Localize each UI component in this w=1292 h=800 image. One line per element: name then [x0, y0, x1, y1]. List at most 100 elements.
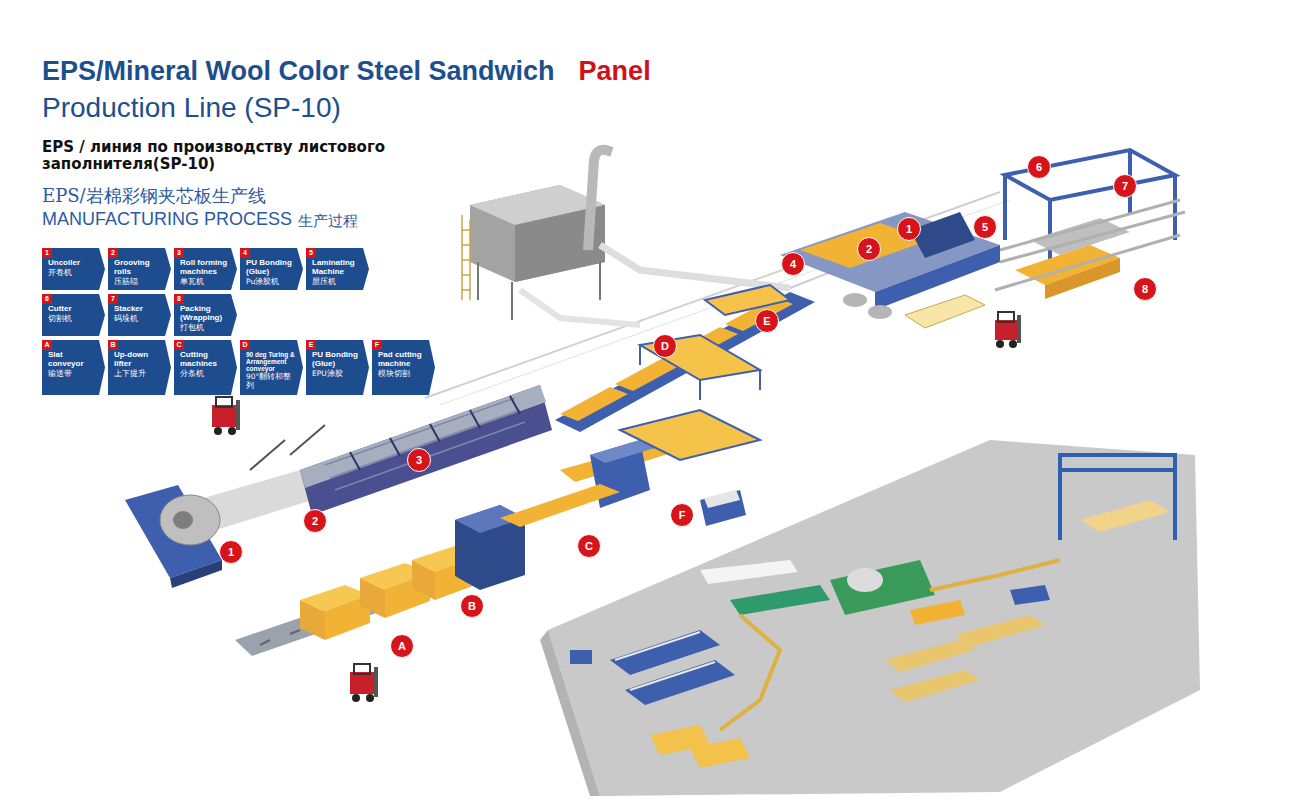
illustration-part: [216, 397, 232, 407]
process-box-body: Cutter切割机: [42, 294, 105, 326]
illustration-part: [705, 285, 790, 315]
process-box: BUp-down lifter上下提升: [108, 340, 171, 395]
step-name-chinese: 单瓦机: [180, 277, 230, 286]
process-box-body: 90 deg Turing & Arrangement conveyor90°翻…: [240, 340, 303, 393]
step-badge: 1: [42, 248, 52, 258]
process-box-fill: [108, 294, 171, 336]
illustration-part: [704, 490, 740, 508]
illustration-part: [300, 385, 552, 515]
illustration-part: [250, 425, 325, 470]
illustration-part: [830, 560, 935, 615]
step-name-chinese: 打包机: [180, 323, 230, 332]
callout-number: E: [755, 309, 779, 333]
step-badge: 2: [108, 248, 118, 258]
process-box: ASlat conveyor输送带: [42, 340, 105, 395]
process-box-fill: [42, 248, 105, 290]
illustration-part: [350, 396, 520, 470]
step-name: Uncoiler: [48, 259, 98, 268]
process-box: 6Cutter切割机: [42, 294, 105, 336]
illustration-part: [890, 670, 980, 702]
illustration-part: [548, 440, 1200, 796]
illustration-part: [1017, 315, 1021, 343]
illustration-part: [868, 305, 892, 319]
process-box-body: Uncoiler开卷机: [42, 248, 105, 280]
step-name: Roll forming machines: [180, 259, 230, 277]
step-badge: 7: [108, 294, 118, 304]
illustration-part: [352, 694, 360, 702]
illustration-part: [560, 387, 628, 421]
process-box-fill: [174, 248, 237, 290]
illustration-part: [366, 694, 374, 702]
process-box-fill: [240, 248, 303, 290]
subtitle: EPS/岩棉彩钢夹芯板生产线: [42, 184, 266, 208]
step-name: Laminating Machine: [312, 259, 362, 277]
step-badge: A: [42, 340, 52, 350]
process-box-fill: [372, 340, 435, 395]
process-box-fill: [42, 340, 105, 395]
illustration-part: [620, 410, 760, 460]
process-box: FPad cutting machine模块切割: [372, 340, 435, 395]
process-box: D90 deg Turing & Arrangement conveyor90°…: [240, 340, 303, 395]
illustration-part: [570, 650, 592, 664]
step-name-chinese: 上下提升: [114, 369, 164, 378]
illustration-part: [214, 427, 222, 435]
illustration-part: [1080, 500, 1170, 532]
process-box-fill: [306, 248, 369, 290]
illustration-part: [212, 405, 236, 427]
process-box-body: Roll forming machines单瓦机: [174, 248, 237, 289]
title: EPS/Mineral Wool Color Steel Sandwich: [42, 56, 555, 87]
callout-number: 3: [407, 448, 431, 472]
process-box: 2Grooving rolls压筋辊: [108, 248, 171, 290]
illustration-part: [730, 585, 830, 615]
illustration-part: [615, 632, 715, 690]
step-name-chinese: 开卷机: [48, 268, 98, 277]
illustration-part: [555, 292, 815, 432]
illustration-part: [995, 200, 1185, 290]
callout-number: 8: [1133, 277, 1157, 301]
illustration-part: [125, 485, 222, 578]
step-name: Cutting machines: [180, 351, 230, 369]
illustration-part: [885, 640, 975, 672]
illustration-part: [350, 672, 374, 694]
callout-number: C: [577, 534, 601, 558]
step-name-chinese: Pu涂胶机: [246, 277, 296, 286]
illustration-part: [173, 511, 193, 529]
illustration-part: [300, 600, 325, 640]
process-box-fill: [240, 340, 303, 395]
process-box-body: Slat conveyor输送带: [42, 340, 105, 381]
illustration-part: [1010, 585, 1050, 605]
step-badge: B: [108, 340, 118, 350]
illustration-part: [540, 630, 600, 796]
illustration-part: [910, 600, 965, 625]
callout-number: 7: [1113, 174, 1137, 198]
step-name-chinese: 分条机: [180, 369, 230, 378]
illustration-part: [700, 560, 798, 584]
process-box-body: PU Bonding (Glue)Pu涂胶机: [240, 248, 303, 289]
step-name-chinese: EPU涂胶: [312, 369, 362, 378]
illustration-part: [910, 212, 975, 258]
illustration-part: [520, 290, 640, 325]
illustration-part: [236, 400, 240, 430]
illustration-part: [905, 295, 985, 328]
process-box: EPU Bonding (Glue)EPU涂胶: [306, 340, 369, 395]
callout-number: 1: [219, 540, 243, 564]
step-badge: C: [174, 340, 184, 350]
illustration-part: [228, 427, 236, 435]
step-badge: 3: [174, 248, 184, 258]
step-badge: 6: [42, 294, 52, 304]
illustration-part: [500, 484, 620, 527]
process-box: 3Roll forming machines单瓦机: [174, 248, 237, 290]
illustration-part: [160, 495, 220, 545]
step-name: PU Bonding (Glue): [312, 351, 362, 369]
process-box-body: Packing (Wrapping)打包机: [174, 294, 237, 335]
step-name-chinese: 90°翻转和整列: [246, 372, 296, 390]
process-box: 5Laminating Machine层压机: [306, 248, 369, 290]
illustration-part: [350, 664, 378, 702]
process-box-fill: [174, 294, 237, 336]
step-name-chinese: 层压机: [312, 277, 362, 286]
process-box: 8Packing (Wrapping)打包机: [174, 294, 237, 336]
step-badge: E: [306, 340, 316, 350]
step-name: 90 deg Turing & Arrangement conveyor: [246, 351, 296, 372]
illustration-part: [1060, 455, 1175, 540]
